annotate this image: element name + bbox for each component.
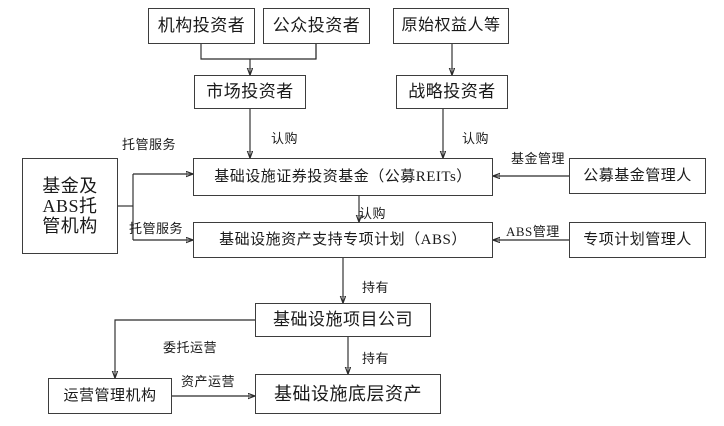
node-fund_manager: 公募基金管理人 (569, 158, 706, 194)
edge-label-label_entrusted_operation: 委托运营 (163, 340, 218, 355)
conn-institutional-to-bus (200, 44, 317, 60)
node-original_owners: 原始权益人等 (393, 8, 509, 44)
node-abs_plan_manager: 专项计划管理人 (569, 222, 706, 258)
node-market_investors: 市场投资者 (194, 75, 306, 109)
edge-label-label_subscribe_market: 认购 (271, 131, 299, 146)
edge-label-label_subscribe_strategic: 认购 (462, 131, 490, 146)
edge-label-label_abs_management: ABS管理 (506, 224, 560, 239)
node-abs_plan: 基础设施资产支持专项计划（ABS） (193, 222, 493, 258)
node-strategic_investors: 战略投资者 (396, 75, 508, 109)
edge-label-label_custody_service_btm: 托管服务 (129, 221, 184, 236)
edge-label-label_asset_operation: 资产运营 (181, 374, 236, 389)
node-project_company: 基础设施项目公司 (255, 303, 431, 337)
node-fund_abs_custodian: 基金及 ABS托 管机构 (22, 158, 118, 254)
edge-label-label_hold_project: 持有 (362, 280, 390, 295)
edge-label-label_custody_service_top: 托管服务 (122, 137, 177, 152)
node-underlying_assets: 基础设施底层资产 (255, 374, 441, 414)
node-institutional_investors: 机构投资者 (148, 8, 255, 44)
node-public_investors: 公众投资者 (263, 8, 370, 44)
edge-label-label_hold_assets: 持有 (362, 351, 390, 366)
edge-label-label_subscribe_abs: 认购 (359, 206, 387, 221)
node-operating_manager: 运营管理机构 (48, 378, 172, 414)
edge-label-label_fund_management: 基金管理 (511, 151, 566, 166)
node-public_reits_fund: 基础设施证券投资基金（公募REITs） (193, 158, 493, 196)
